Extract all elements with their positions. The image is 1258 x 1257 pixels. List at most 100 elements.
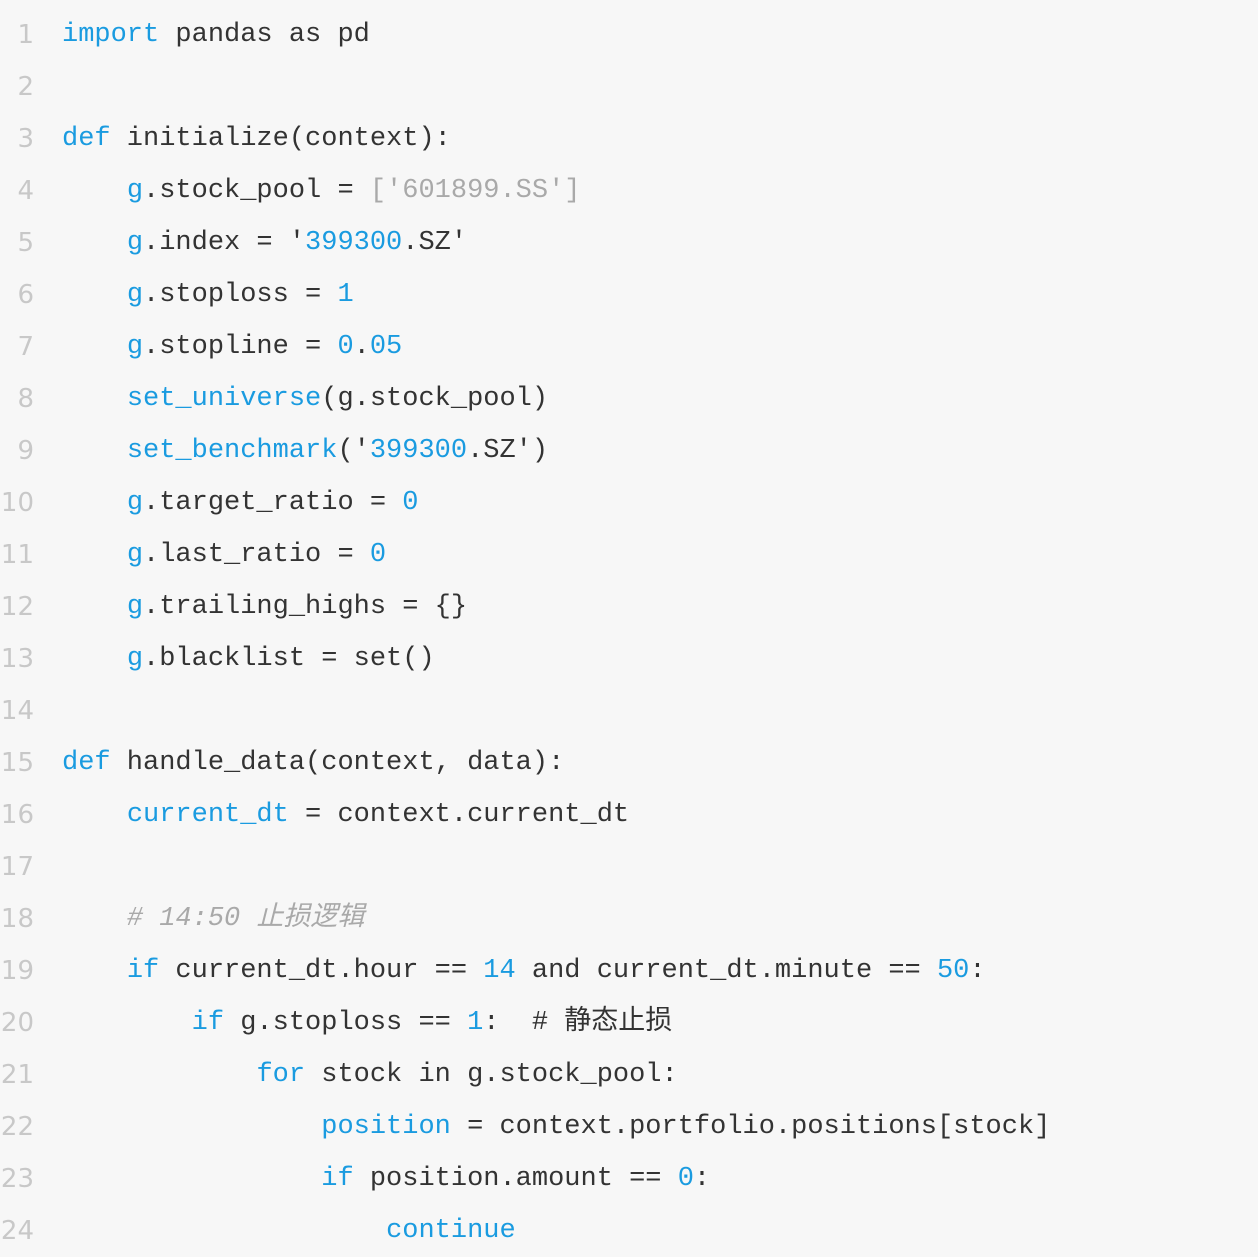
code-text: # 14:50 止损逻辑 <box>62 893 365 945</box>
code-token: .stoploss = <box>143 280 338 310</box>
code-text: def initialize(context): <box>62 113 451 165</box>
code-token: (g.stock_pool) <box>321 384 549 414</box>
keyword-token: for <box>256 1060 306 1090</box>
line-number: 17 <box>0 852 34 882</box>
code-line[interactable]: 7 g.stopline = 0.05 <box>0 321 1258 373</box>
line-number: 23 <box>0 1164 34 1194</box>
code-token <box>62 540 127 570</box>
line-number: 21 <box>0 1060 34 1090</box>
line-number: 16 <box>0 800 34 830</box>
keyword-token: def <box>62 748 111 778</box>
code-text: if g.stoploss == 1: # 静态止损 <box>62 997 673 1049</box>
code-token: : <box>693 1164 711 1194</box>
keyword-token: g <box>126 592 144 622</box>
code-line[interactable]: 16 current_dt = context.current_dt <box>0 789 1258 841</box>
keyword-token: g <box>126 332 144 362</box>
code-text: continue <box>62 1205 516 1257</box>
keyword-token: g <box>126 176 144 206</box>
code-token <box>62 956 127 986</box>
keyword-token: 1 <box>337 280 354 310</box>
line-number: 2 <box>17 72 34 102</box>
code-text: for stock in g.stock_pool: <box>62 1049 678 1101</box>
line-number: 1 <box>17 20 34 50</box>
code-token <box>62 228 127 258</box>
code-text: g.target_ratio = 0 <box>62 477 419 529</box>
keyword-token: 0 <box>402 488 419 518</box>
code-line[interactable]: 23 if position.amount == 0: <box>0 1153 1258 1205</box>
keyword-token: g <box>126 280 144 310</box>
code-text: g.stoploss = 1 <box>62 269 354 321</box>
line-number: 9 <box>17 436 34 466</box>
code-text: g.index = '399300.SZ' <box>62 217 467 269</box>
line-number: 6 <box>17 280 34 310</box>
code-token: .stopline = <box>143 332 338 362</box>
line-number: 14 <box>0 696 34 726</box>
keyword-token: 50 <box>936 956 970 986</box>
code-token <box>62 904 127 934</box>
code-line[interactable]: 19 if current_dt.hour == 14 and current_… <box>0 945 1258 997</box>
code-line[interactable]: 24 continue <box>0 1205 1258 1257</box>
code-line[interactable]: 4 g.stock_pool = ['601899.SS'] <box>0 165 1258 217</box>
keyword-token: 399300 <box>305 228 403 258</box>
line-number: 4 <box>17 176 34 206</box>
keyword-token: set_universe <box>126 384 322 414</box>
keyword-token: position <box>321 1112 451 1142</box>
code-token: .trailing_highs = {} <box>143 592 468 622</box>
code-line[interactable]: 17 <box>0 841 1258 893</box>
code-token <box>62 1112 321 1142</box>
code-line[interactable]: 10 g.target_ratio = 0 <box>0 477 1258 529</box>
code-token: handle_data(context, data): <box>110 748 565 778</box>
code-text: set_benchmark('399300.SZ') <box>62 425 548 477</box>
keyword-token: g <box>126 644 144 674</box>
code-line[interactable]: 22 position = context.portfolio.position… <box>0 1101 1258 1153</box>
code-line[interactable]: 9 set_benchmark('399300.SZ') <box>0 425 1258 477</box>
code-text: g.stock_pool = ['601899.SS'] <box>62 165 581 217</box>
code-token: .stock_pool = <box>143 176 370 206</box>
code-token <box>62 1060 256 1090</box>
code-line[interactable]: 8 set_universe(g.stock_pool) <box>0 373 1258 425</box>
code-text: g.blacklist = set() <box>62 633 435 685</box>
code-token: : # 静态止损 <box>483 1008 673 1038</box>
code-line[interactable]: 5 g.index = '399300.SZ' <box>0 217 1258 269</box>
line-number: 7 <box>17 332 34 362</box>
line-number: 8 <box>17 384 34 414</box>
code-token: g.stoploss == <box>224 1008 468 1038</box>
code-line[interactable]: 6 g.stoploss = 1 <box>0 269 1258 321</box>
code-token: .index = ' <box>143 228 306 258</box>
line-number: 11 <box>0 540 34 570</box>
code-line[interactable]: 21 for stock in g.stock_pool: <box>0 1049 1258 1101</box>
code-token <box>62 800 127 830</box>
code-line[interactable]: 12 g.trailing_highs = {} <box>0 581 1258 633</box>
code-token: position.amount == <box>353 1164 678 1194</box>
code-line[interactable]: 2 <box>0 61 1258 113</box>
code-line[interactable]: 18 # 14:50 止损逻辑 <box>0 893 1258 945</box>
code-token: current_dt.hour == <box>159 956 484 986</box>
line-number: 20 <box>0 1008 34 1038</box>
code-line[interactable]: 20 if g.stoploss == 1: # 静态止损 <box>0 997 1258 1049</box>
code-line[interactable]: 11 g.last_ratio = 0 <box>0 529 1258 581</box>
code-line[interactable]: 13 g.blacklist = set() <box>0 633 1258 685</box>
code-token: initialize(context): <box>110 124 451 154</box>
code-token: stock in g.stock_pool: <box>305 1060 678 1090</box>
code-line[interactable]: 14 <box>0 685 1258 737</box>
keyword-token: continue <box>386 1216 516 1246</box>
keyword-token: 0 <box>677 1164 694 1194</box>
code-token: = context.portfolio.positions[stock] <box>450 1112 1051 1142</box>
keyword-token: current_dt <box>126 800 289 830</box>
line-number: 5 <box>17 228 34 258</box>
code-text: position = context.portfolio.positions[s… <box>62 1101 1050 1153</box>
code-text: set_universe(g.stock_pool) <box>62 373 548 425</box>
code-token: .SZ' <box>402 228 468 258</box>
line-number: 24 <box>0 1216 34 1246</box>
keyword-token: import <box>62 20 160 50</box>
code-text: current_dt = context.current_dt <box>62 789 629 841</box>
code-token <box>62 384 127 414</box>
code-token <box>62 592 127 622</box>
code-token: .blacklist = set() <box>143 644 435 674</box>
code-token: .last_ratio = <box>143 540 370 570</box>
code-token <box>62 1008 192 1038</box>
